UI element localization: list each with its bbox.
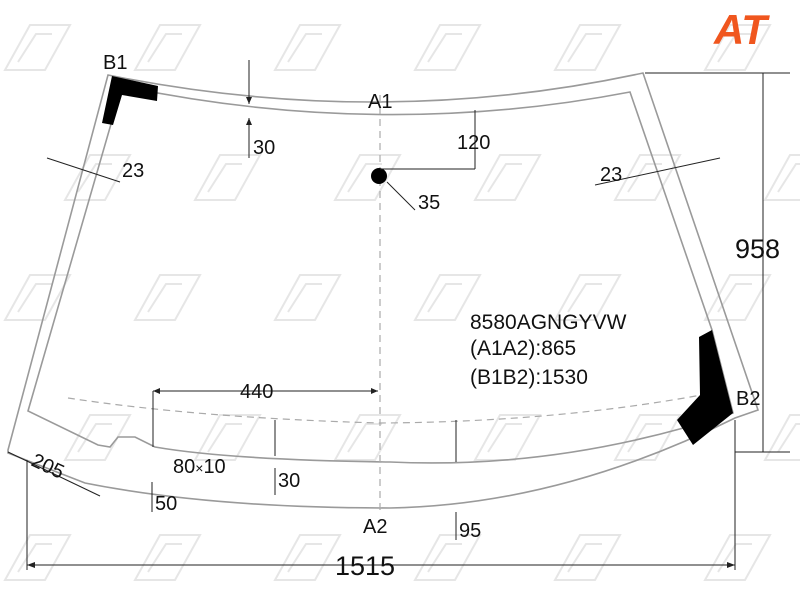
watermark-tile <box>193 154 262 201</box>
watermark-tile <box>3 274 72 321</box>
watermark-tile <box>613 154 682 201</box>
b2-corner-marker <box>677 330 733 445</box>
watermark-tile <box>413 24 482 71</box>
sensor-marker <box>371 168 387 184</box>
watermark-tile <box>703 274 772 321</box>
dim-bottom-band: 30 <box>278 470 300 492</box>
watermark-tile <box>63 154 132 201</box>
watermark-tile <box>473 414 542 461</box>
part-width-b1b2: (B1B2):1530 <box>470 366 588 389</box>
dim-sensor-offset: 120 <box>457 132 490 154</box>
watermark-tile <box>703 24 772 71</box>
ceramic-print-line <box>67 392 713 424</box>
dim-corner: 205 <box>28 450 68 484</box>
watermark-tile <box>473 154 542 201</box>
watermark-tile <box>413 274 482 321</box>
dim-side-right: 23 <box>600 164 622 186</box>
watermark-tile <box>703 534 772 581</box>
watermark-tile <box>3 534 72 581</box>
dim-side-left: 23 <box>122 160 144 182</box>
dim-notch-size: 80×10 <box>173 456 226 478</box>
watermark-tile <box>63 414 132 461</box>
point-label-b2: B2 <box>736 388 760 410</box>
watermark-tile <box>553 534 622 581</box>
watermark-tile <box>763 414 800 461</box>
part-height-a1a2: (A1A2):865 <box>470 337 576 360</box>
dim-notch-offset: 440 <box>240 381 273 403</box>
watermark-pattern <box>3 24 800 581</box>
watermark-tile <box>273 534 342 581</box>
corner-dim-line <box>7 451 101 497</box>
b1-corner-marker <box>102 76 158 125</box>
dim-notch-depth: 50 <box>155 493 177 515</box>
point-label-a2: A2 <box>363 516 387 538</box>
watermark-tile <box>413 534 482 581</box>
watermark-tile <box>133 534 202 581</box>
watermark-tile <box>273 274 342 321</box>
brand-logo-text: AT <box>713 6 770 53</box>
watermark-tile <box>273 24 342 71</box>
watermark-tile <box>3 24 72 71</box>
left-side-dim-line <box>46 157 121 183</box>
watermark-tile <box>333 414 402 461</box>
brand-logo: AT <box>713 6 770 53</box>
watermark-tile <box>193 414 262 461</box>
watermark-tile <box>133 274 202 321</box>
watermark-tile <box>553 274 622 321</box>
right-side-dim-line <box>594 157 721 186</box>
point-label-a1: A1 <box>368 91 392 113</box>
glass-inner-edge <box>27 85 734 464</box>
watermark-tile <box>553 24 622 71</box>
dim-bottom-edge: 95 <box>459 520 481 542</box>
dim-overall-width: 1515 <box>335 551 395 581</box>
dim-sensor-size: 35 <box>418 192 440 214</box>
watermark-tile <box>613 414 682 461</box>
watermark-tile <box>763 154 800 201</box>
part-code: 8580AGNGYVW <box>470 311 627 334</box>
watermark-tile <box>333 154 402 201</box>
watermark-tile <box>133 24 202 71</box>
dim-overall-height: 958 <box>735 234 780 264</box>
dim-top-band: 30 <box>253 137 275 159</box>
glass-outer-edge <box>7 72 760 509</box>
point-label-b1: B1 <box>103 52 127 74</box>
